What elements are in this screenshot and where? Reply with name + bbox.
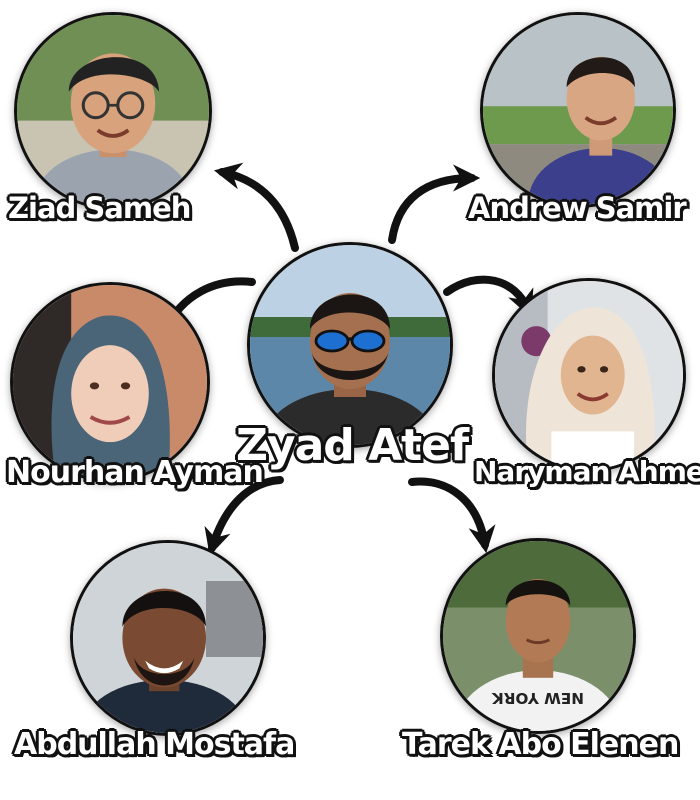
arrow-to-abdullah-mostafa [204, 476, 284, 556]
andrew-samir-photo [480, 12, 676, 208]
naryman-ahmed-avatar [495, 281, 683, 469]
abdullah-mostafa-avatar [73, 543, 263, 733]
ziad-sameh-avatar [17, 15, 209, 207]
naryman-ahmed-photo [492, 278, 686, 472]
name-naryman-ahmed: Naryman Ahmed [474, 455, 700, 488]
tarek-abo-elenen-photo: NEW YORK [440, 538, 636, 734]
name-tarek-abo-elenen: Tarek Abo Elenen [402, 727, 679, 762]
andrew-samir-avatar [483, 15, 673, 205]
arrow-to-ziad-sameh [214, 162, 299, 252]
svg-text:NEW YORK: NEW YORK [491, 689, 584, 707]
nourhan-ayman-avatar [13, 285, 207, 479]
arrow-to-tarek-abo-elenen [408, 477, 496, 554]
name-abdullah-mostafa: Abdullah Mostafa [14, 727, 295, 762]
zyad-atef-avatar [250, 245, 450, 445]
name-nourhan-ayman: Nourhan Ayman [6, 455, 264, 490]
abdullah-mostafa-photo [70, 540, 266, 736]
zyad-atef-photo [247, 242, 453, 448]
arrow-to-naryman-ahmed [443, 275, 534, 318]
arrow-to-andrew-samir [388, 164, 481, 244]
tarek-abo-elenen-avatar: NEW YORK [443, 541, 633, 731]
name-ziad-sameh: Ziad Sameh [8, 191, 191, 225]
name-zyad-atef: Zyad Atef [236, 420, 469, 471]
name-andrew-samir: Andrew Samir [468, 191, 687, 225]
nourhan-ayman-photo [10, 282, 210, 482]
ziad-sameh-photo [14, 12, 212, 210]
